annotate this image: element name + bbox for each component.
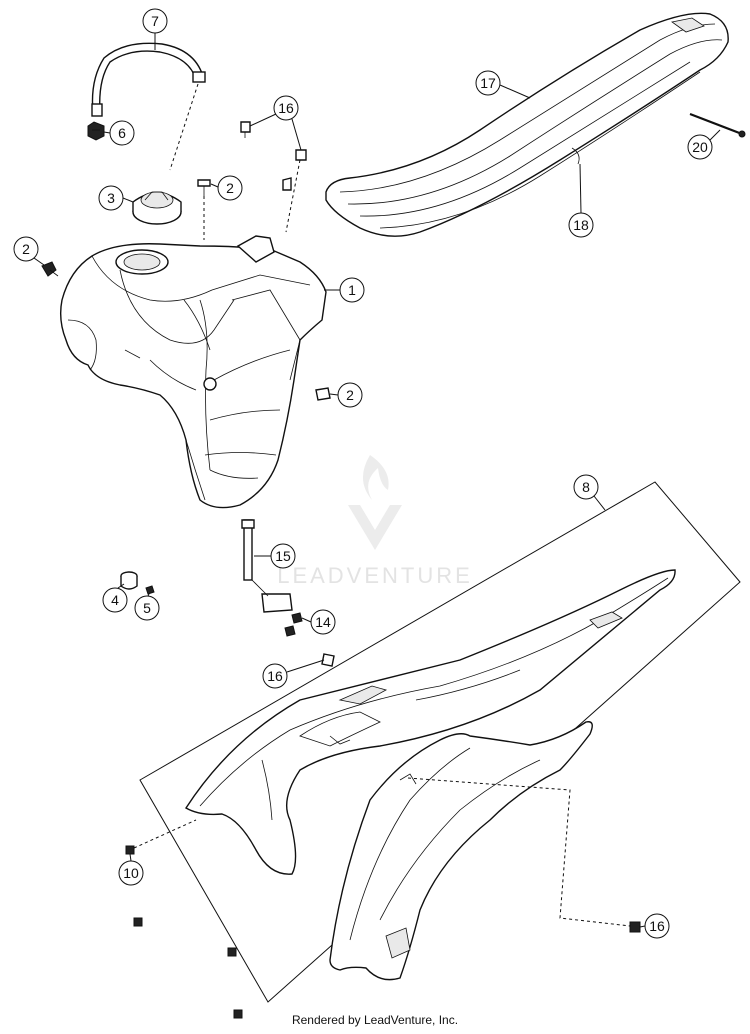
watermark-text: LEADVENTURE: [277, 563, 473, 588]
svg-text:8: 8: [582, 479, 590, 495]
svg-text:2: 2: [22, 241, 30, 257]
callout-16-bottom: 16: [639, 913, 670, 939]
loose-screws: [133, 917, 243, 1019]
svg-text:14: 14: [315, 614, 331, 630]
clip-part: [87, 121, 105, 141]
screw-part-bottom-right: [407, 777, 641, 933]
svg-text:2: 2: [346, 387, 354, 403]
bolt-part-left: [41, 261, 59, 277]
callout-4: 4: [102, 583, 128, 613]
callout-18: 18: [568, 163, 594, 238]
svg-text:4: 4: [111, 592, 119, 608]
callout-5: 5: [134, 593, 160, 621]
callout-14: 14: [301, 609, 336, 635]
footer-credit: Rendered by LeadVenture, Inc.: [291, 1013, 459, 1027]
svg-text:16: 16: [267, 668, 283, 684]
callout-group: 7 6 3 2 16 2: [13, 8, 721, 939]
svg-text:16: 16: [278, 100, 294, 116]
callout-17: 17: [475, 70, 531, 99]
svg-text:7: 7: [151, 13, 159, 29]
screw-part: [240, 121, 307, 233]
svg-text:10: 10: [123, 865, 139, 881]
svg-text:3: 3: [107, 190, 115, 206]
spacer-part: [120, 571, 138, 590]
svg-text:2: 2: [226, 180, 234, 196]
callout-16-top: 16: [249, 95, 302, 151]
svg-text:15: 15: [275, 548, 291, 564]
hose-part: [91, 42, 206, 171]
fuel-tank-part: [59, 235, 327, 509]
svg-text:16: 16: [649, 918, 665, 934]
callout-2-left: 2: [13, 236, 45, 266]
callout-15: 15: [254, 543, 296, 569]
watermark: LEADVENTURE: [277, 455, 473, 588]
small-screw-part: [145, 585, 155, 595]
callout-20: 20: [687, 129, 721, 160]
callout-2-right: 2: [329, 382, 363, 408]
side-panel-kit-frame: [139, 481, 741, 1003]
callout-8: 8: [573, 474, 606, 511]
pin-part: [689, 112, 746, 138]
side-panel-lower: [329, 721, 593, 981]
bolt-part: [197, 179, 211, 240]
svg-text:5: 5: [143, 600, 151, 616]
callout-6: 6: [103, 120, 135, 146]
fuel-cap-part: [132, 191, 182, 225]
callout-10: 10: [118, 853, 144, 886]
bolt-part-right: [315, 387, 331, 401]
seat-part: [325, 12, 729, 237]
callout-1: 1: [324, 277, 365, 303]
svg-text:17: 17: [480, 75, 496, 91]
svg-text:6: 6: [118, 125, 126, 141]
callout-3: 3: [98, 185, 134, 211]
callout-2-cap: 2: [210, 175, 243, 201]
callout-16-mid: 16: [262, 659, 325, 689]
svg-text:18: 18: [573, 217, 589, 233]
screw-part-lower: [125, 819, 197, 855]
svg-text:1: 1: [348, 282, 356, 298]
callout-7: 7: [142, 8, 168, 50]
svg-text:20: 20: [692, 139, 708, 155]
fuel-valve-part: [241, 519, 293, 613]
side-panel-upper: [185, 569, 676, 875]
screw-part-pump: [284, 612, 303, 637]
